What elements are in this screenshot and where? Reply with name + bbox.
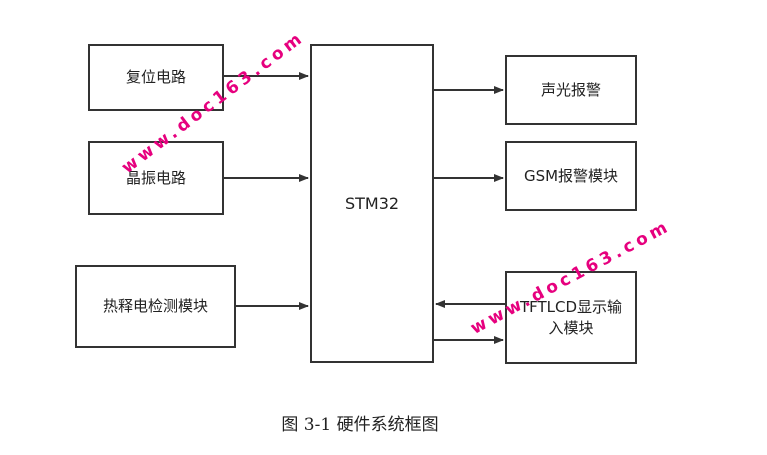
figure-caption: 图 3-1 硬件系统框图	[281, 415, 439, 435]
reset-circuit-block: 复位电路	[88, 44, 224, 111]
reset-circuit-label: 复位电路	[125, 68, 186, 87]
mcu-block: STM32	[310, 44, 434, 363]
gsm-alarm-block: GSM报警模块	[505, 141, 637, 211]
pir-detection-block: 热释电检测模块	[75, 265, 236, 348]
pir-detection-label: 热释电检测模块	[102, 297, 208, 316]
gsm-alarm-label: GSM报警模块	[523, 166, 619, 185]
tftlcd-display-label: TFTLCD显示输入模块	[519, 298, 623, 337]
oscillator-circuit-block: 晶振电路	[88, 141, 224, 215]
sound-light-alarm-label: 声光报警	[540, 80, 601, 99]
oscillator-circuit-label: 晶振电路	[125, 168, 186, 187]
sound-light-alarm-block: 声光报警	[505, 55, 637, 125]
tftlcd-display-block: TFTLCD显示输入模块	[505, 271, 637, 364]
mcu-label: STM32	[344, 193, 400, 213]
